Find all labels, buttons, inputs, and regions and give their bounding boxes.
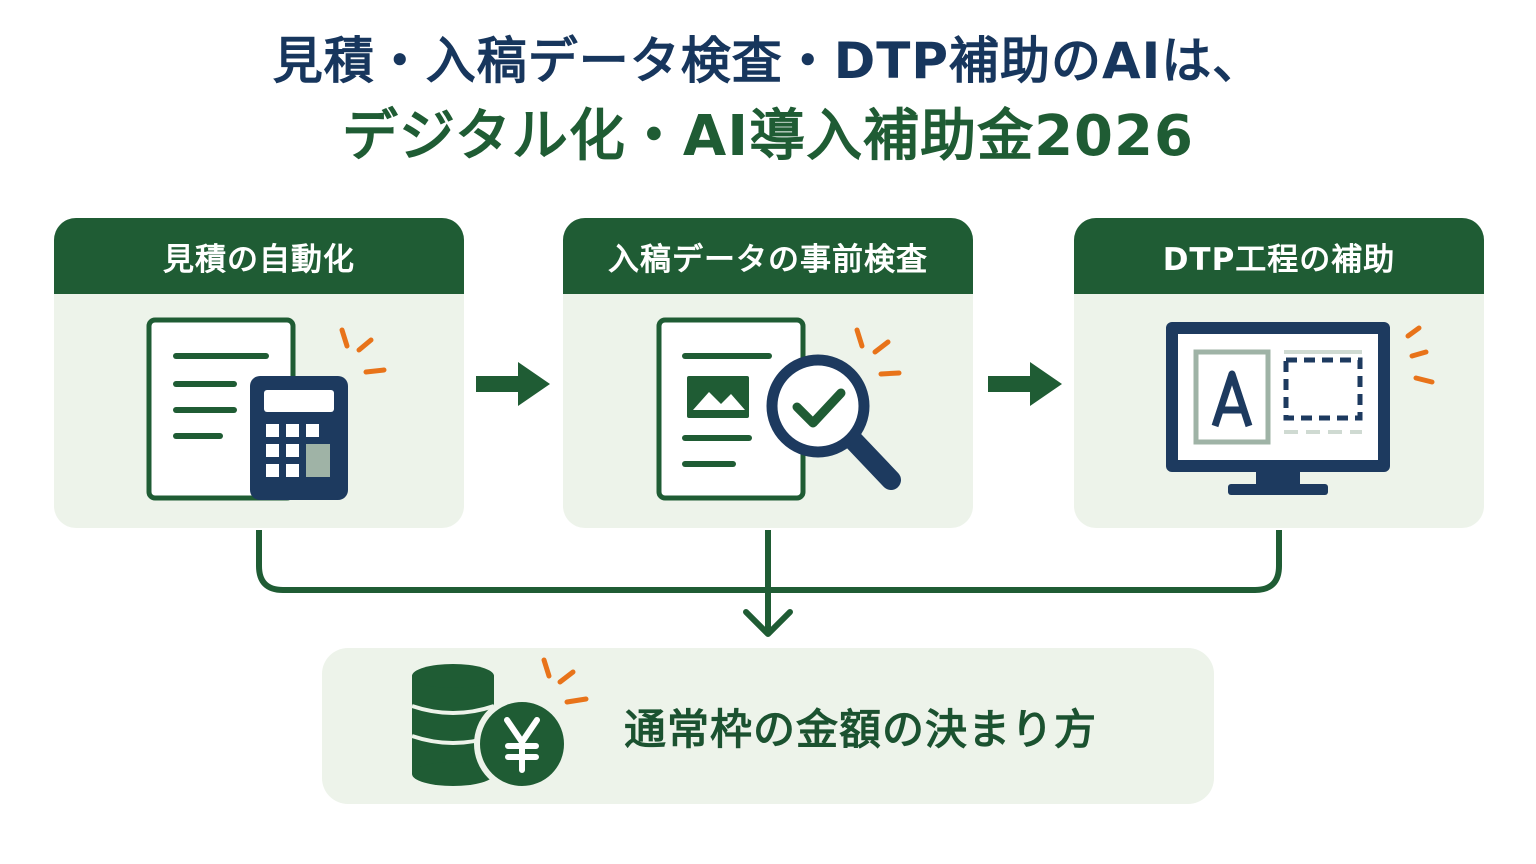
calculator-document-icon — [146, 317, 387, 501]
document-magnifier-check-icon — [656, 317, 902, 501]
monitor-layout-icon — [1166, 322, 1435, 495]
result-label: 通常枠の金額の決まり方 — [624, 704, 1098, 754]
step-card-dtp-assist: DTP工程の補助 — [1074, 218, 1484, 528]
step-card-body — [54, 294, 464, 528]
step-card-data-check: 入稿データの事前検査 — [563, 218, 973, 528]
step-card-header: 入稿データの事前検査 — [563, 218, 973, 294]
step-card-body — [563, 294, 973, 528]
title-line-2: デジタル化・AI導入補助金2026 — [342, 104, 1194, 169]
arrow-right-icon — [988, 362, 1062, 406]
title-line-1: 見積・入稿データ検査・DTP補助のAIは、 — [272, 32, 1264, 90]
step-card-header: 見積の自動化 — [54, 218, 464, 294]
coins-yen-icon — [411, 657, 589, 792]
step-card-header: DTP工程の補助 — [1074, 218, 1484, 294]
step-card-estimate: 見積の自動化 — [54, 218, 464, 528]
result-box: 通常枠の金額の決まり方 — [322, 648, 1214, 804]
arrow-right-icon — [476, 362, 550, 406]
step-card-body — [1074, 294, 1484, 528]
